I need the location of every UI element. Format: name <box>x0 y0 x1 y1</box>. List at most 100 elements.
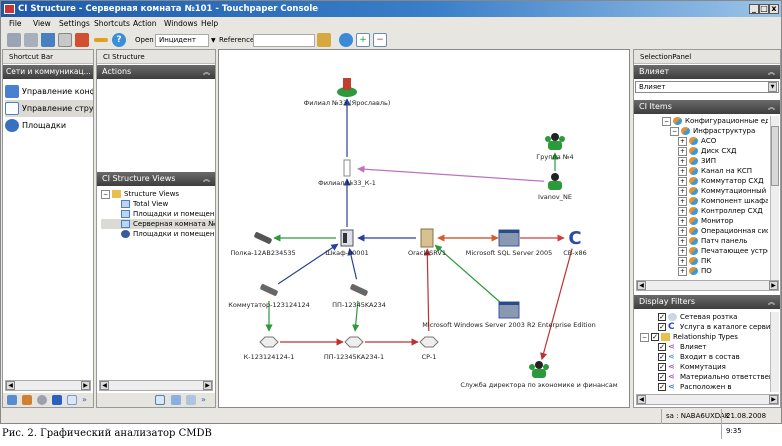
node-ivanov[interactable] <box>548 173 562 190</box>
search-icon[interactable] <box>339 33 353 47</box>
export-icon[interactable] <box>186 395 196 405</box>
expand-icon[interactable]: + <box>678 177 688 186</box>
actions-section[interactable]: Actions︽ <box>97 65 215 79</box>
node-shkaf[interactable] <box>340 229 354 247</box>
menu-file[interactable]: File <box>9 19 22 28</box>
filter-item[interactable]: −✓Relationship Types <box>640 332 770 342</box>
view-mode-icon[interactable] <box>155 395 165 405</box>
edge-pp-pp1[interactable] <box>352 300 360 332</box>
node-komm[interactable] <box>260 283 279 296</box>
structure-shortcut-icon[interactable] <box>7 395 17 405</box>
users-icon[interactable] <box>75 33 89 47</box>
ci-tree-item[interactable]: +Канал на КСП <box>662 166 768 176</box>
menu-windows[interactable]: Windows <box>164 19 198 28</box>
filter-item[interactable]: ✓Сетевая розтка <box>640 312 770 322</box>
collapse-chevron-icon[interactable]: ︽ <box>768 298 775 306</box>
scroll-left-button[interactable]: ◀ <box>6 381 15 390</box>
shortcut-hscroll[interactable]: ◀ ▶ <box>5 380 91 391</box>
close-button[interactable]: x <box>769 4 779 14</box>
ci-tree-item[interactable]: +Коммутатор СХД <box>662 176 768 186</box>
open-dropdown-arrow[interactable]: ▼ <box>211 37 216 44</box>
expand-icon[interactable]: + <box>678 137 688 146</box>
collapse-icon[interactable]: − <box>640 333 650 342</box>
ci-items-section[interactable]: CI Items︽ <box>634 100 780 114</box>
expand-icon[interactable]: + <box>678 167 688 176</box>
relations-icon[interactable] <box>171 395 181 405</box>
ci-tree-item[interactable]: +Контроллер СХД <box>662 206 768 216</box>
ci-tree-item[interactable]: −Инфраструктура <box>662 126 768 136</box>
ci-tree-item[interactable]: −Конфигурационные единиц <box>662 116 768 126</box>
ci-items-vscroll[interactable] <box>770 116 779 280</box>
filter-checkbox[interactable]: ✓ <box>658 343 666 351</box>
filter-item[interactable]: ✓⋖Входит в состав <box>640 352 770 362</box>
filter-item[interactable]: ✓⋖Материально ответственны <box>640 372 770 382</box>
node-k1[interactable] <box>259 336 279 348</box>
maximize-button[interactable]: □ <box>759 4 769 14</box>
filter-item[interactable]: ✓⋖Расположен в <box>640 382 770 392</box>
minimize-button[interactable]: _ <box>749 4 759 14</box>
display-filters-section[interactable]: Display Filters︽ <box>634 295 780 309</box>
ci-tree-item[interactable]: +Диск СХД <box>662 146 768 156</box>
collapse-chevron-icon[interactable]: ︽ <box>768 68 775 76</box>
menu-help[interactable]: Help <box>201 19 219 28</box>
view-item[interactable]: Площадки и помещения <box>101 229 215 239</box>
edge-pp-shkaf[interactable] <box>347 248 358 280</box>
collapse-chevron-icon[interactable]: ︽ <box>203 175 210 183</box>
expand-icon[interactable]: + <box>678 247 688 256</box>
collapse-icon[interactable]: − <box>670 127 680 136</box>
edge-winsrv-oracle[interactable] <box>434 244 502 304</box>
views-hscroll[interactable]: ◀ ▶ <box>99 380 213 391</box>
tree-root[interactable]: −Structure Views <box>101 189 215 199</box>
dropdown-arrow-icon[interactable]: ▼ <box>768 82 777 92</box>
expand-icon[interactable]: + <box>678 227 688 236</box>
ci-tree-item[interactable]: +ПО <box>662 266 768 276</box>
zoom-in-icon[interactable]: + <box>356 33 370 47</box>
scroll-left-button[interactable]: ◀ <box>100 381 109 390</box>
filter-section[interactable]: Влияет︽ <box>634 65 780 79</box>
star-shortcut-icon[interactable] <box>67 395 77 405</box>
node-filial[interactable] <box>337 78 357 97</box>
shortcut-section[interactable]: Сети и коммуникац... <box>3 65 93 79</box>
ci-tree-item[interactable]: +Коммутационный шк <box>662 186 768 196</box>
edge-cp1-oracle[interactable] <box>423 248 431 332</box>
scroll-right-button[interactable]: ▶ <box>769 395 778 404</box>
more-chevron-icon[interactable]: » <box>82 395 87 404</box>
filter-item[interactable]: ✓⋖Коммутация <box>640 362 770 372</box>
key-icon[interactable] <box>94 38 108 42</box>
print-icon[interactable] <box>58 33 72 47</box>
save-all-icon[interactable] <box>24 33 38 47</box>
ci-tree-item[interactable]: +Печатающее устрой <box>662 246 768 256</box>
filter-item[interactable]: ✓⋖Влияет <box>640 342 770 352</box>
ci-tree-item[interactable]: +ПК <box>662 256 768 266</box>
menu-view[interactable]: View <box>33 19 51 28</box>
scroll-right-button[interactable]: ▶ <box>203 381 212 390</box>
home-icon[interactable] <box>41 33 55 47</box>
node-winsrv[interactable] <box>498 301 520 319</box>
relationship-select[interactable]: Влияет▼ <box>635 81 779 93</box>
collapse-icon[interactable]: − <box>662 117 672 126</box>
ci-tree-item[interactable]: +АСО <box>662 136 768 146</box>
collapse-icon[interactable]: − <box>101 190 111 199</box>
node-cp1[interactable] <box>419 336 439 348</box>
menu-shortcuts[interactable]: Shortcuts <box>94 19 130 28</box>
ci-tree-item[interactable]: +Патч панель <box>662 236 768 246</box>
more-chevron-icon[interactable]: » <box>201 395 206 404</box>
expand-icon[interactable]: + <box>678 207 688 216</box>
ci-tree-item[interactable]: +Компонент шкафа <box>662 196 768 206</box>
view-item[interactable]: Площадки и помещения <box>101 209 215 219</box>
expand-icon[interactable]: + <box>678 257 688 266</box>
view-item[interactable]: Total View <box>101 199 215 209</box>
shortcut-item-structure[interactable]: Управление структу <box>5 100 93 117</box>
expand-icon[interactable]: + <box>678 237 688 246</box>
shortcut-item-sites[interactable]: Площадки <box>5 117 93 134</box>
node-mssql[interactable] <box>498 229 520 247</box>
expand-icon[interactable]: + <box>678 157 688 166</box>
filter-checkbox[interactable]: ✓ <box>658 373 666 381</box>
scroll-left-button[interactable]: ◀ <box>637 395 646 404</box>
users-shortcut-icon[interactable] <box>22 395 32 405</box>
reference-input[interactable] <box>253 34 315 47</box>
shortcut-item-config[interactable]: Управление конфиг <box>5 83 93 100</box>
node-sluzhba[interactable] <box>529 361 549 378</box>
